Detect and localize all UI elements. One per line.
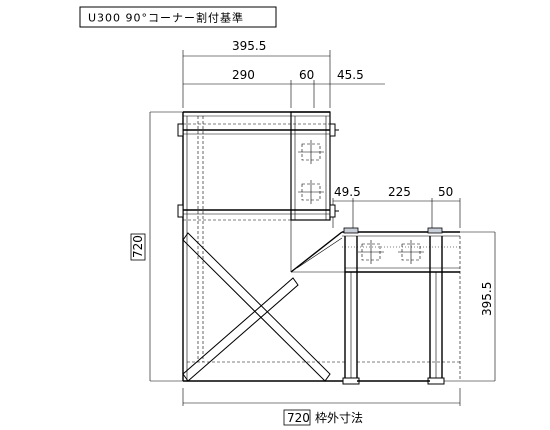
- dim-bottom-value: 720: [287, 411, 310, 425]
- dim-top-seg-3: 45.5: [337, 68, 364, 82]
- bolt-hole-right: [398, 240, 424, 264]
- horizontal-wing: [342, 227, 461, 385]
- title-frame: [79, 6, 277, 28]
- bolt-hole-lower: [298, 180, 324, 204]
- dim-top-seg-1: 290: [232, 68, 255, 82]
- dim-bottom-box: [283, 409, 311, 426]
- dim-left-height: 720: [131, 235, 145, 258]
- dim-top-seg-2: 60: [299, 68, 314, 82]
- dim-bottom-label: 枠外寸法: [315, 411, 363, 425]
- dim-mid-seg-2: 225: [388, 185, 411, 199]
- mid-dimensions: 49.5 225 50: [332, 185, 461, 228]
- bolt-hole-upper: [298, 140, 324, 164]
- dim-top-total: 395.5: [232, 39, 266, 53]
- title-block: U300 90°コーナー割付基準: [79, 6, 277, 28]
- dim-right-height: 395.5: [480, 282, 494, 316]
- bottom-dimension: 720 枠外寸法: [182, 388, 461, 426]
- bolt-hole-left: [358, 240, 384, 264]
- drawing-title: U300 90°コーナー割付基準: [88, 11, 244, 25]
- corner-chamfer: [290, 231, 345, 273]
- dim-mid-seg-1: 49.5: [334, 185, 361, 199]
- vertical-wing: [177, 111, 345, 382]
- top-dimensions: 395.5 290 60 45.5: [182, 39, 385, 108]
- dim-left-box: [130, 233, 146, 261]
- diagonal-brace: [182, 232, 331, 382]
- dim-mid-seg-3: 50: [438, 185, 453, 199]
- right-dimension: 395.5: [440, 231, 496, 382]
- left-dimension: 720: [130, 111, 183, 382]
